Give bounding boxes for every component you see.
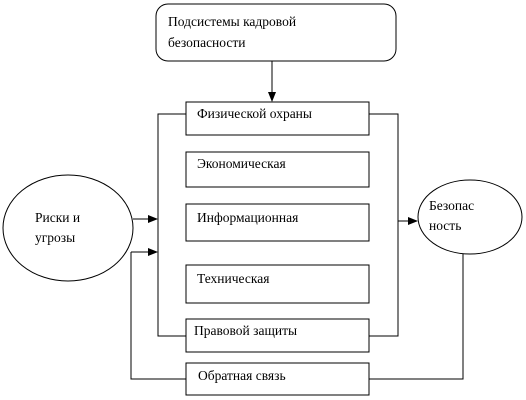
subsystem-box-information [185, 203, 370, 242]
security-label: Безопас ность [429, 196, 474, 236]
header-box [155, 3, 397, 62]
header-title: Подсистемы кадровой безопасности [168, 11, 394, 53]
security-label-line2: ность [429, 218, 462, 233]
security-label-line1: Безопас [429, 198, 475, 213]
subsystem-label-technical: Техническая [197, 271, 269, 286]
subsystem-label-information: Информационная [197, 210, 298, 225]
subsystem-label-legal: Правовой защиты [194, 323, 297, 338]
left-bracket [157, 113, 186, 337]
subsystem-label-economic: Экономическая [197, 156, 286, 171]
subsystem-box-economic [185, 151, 370, 188]
subsystem-label-physical: Физической охраны [197, 106, 312, 121]
risks-label-line1: Риски и [35, 210, 81, 225]
security-ellipse [417, 179, 523, 255]
risks-label: Риски и угрозы [35, 208, 80, 248]
subsystem-box-technical [185, 264, 370, 304]
header-title-line1: Подсистемы кадровой [168, 14, 297, 29]
feedback-line-right [369, 254, 464, 380]
risks-ellipse [2, 174, 134, 282]
risks-label-line2: угрозы [35, 230, 76, 245]
feedback-label: Обратная связь [198, 368, 286, 383]
right-bracket [369, 113, 399, 337]
header-title-line2: безопасности [168, 35, 246, 50]
feedback-line-left [130, 252, 186, 380]
subsystem-box-physical [185, 101, 370, 136]
